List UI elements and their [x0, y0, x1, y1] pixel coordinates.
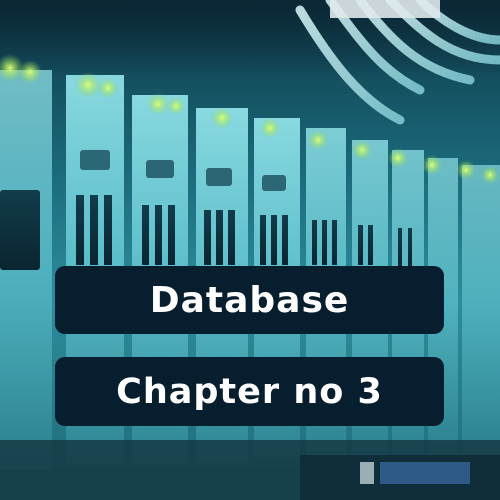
title-banner: Database	[55, 266, 444, 334]
subtitle-text: Chapter no 3	[116, 371, 383, 412]
title-text: Database	[149, 279, 350, 321]
subtitle-banner: Chapter no 3	[55, 357, 444, 426]
